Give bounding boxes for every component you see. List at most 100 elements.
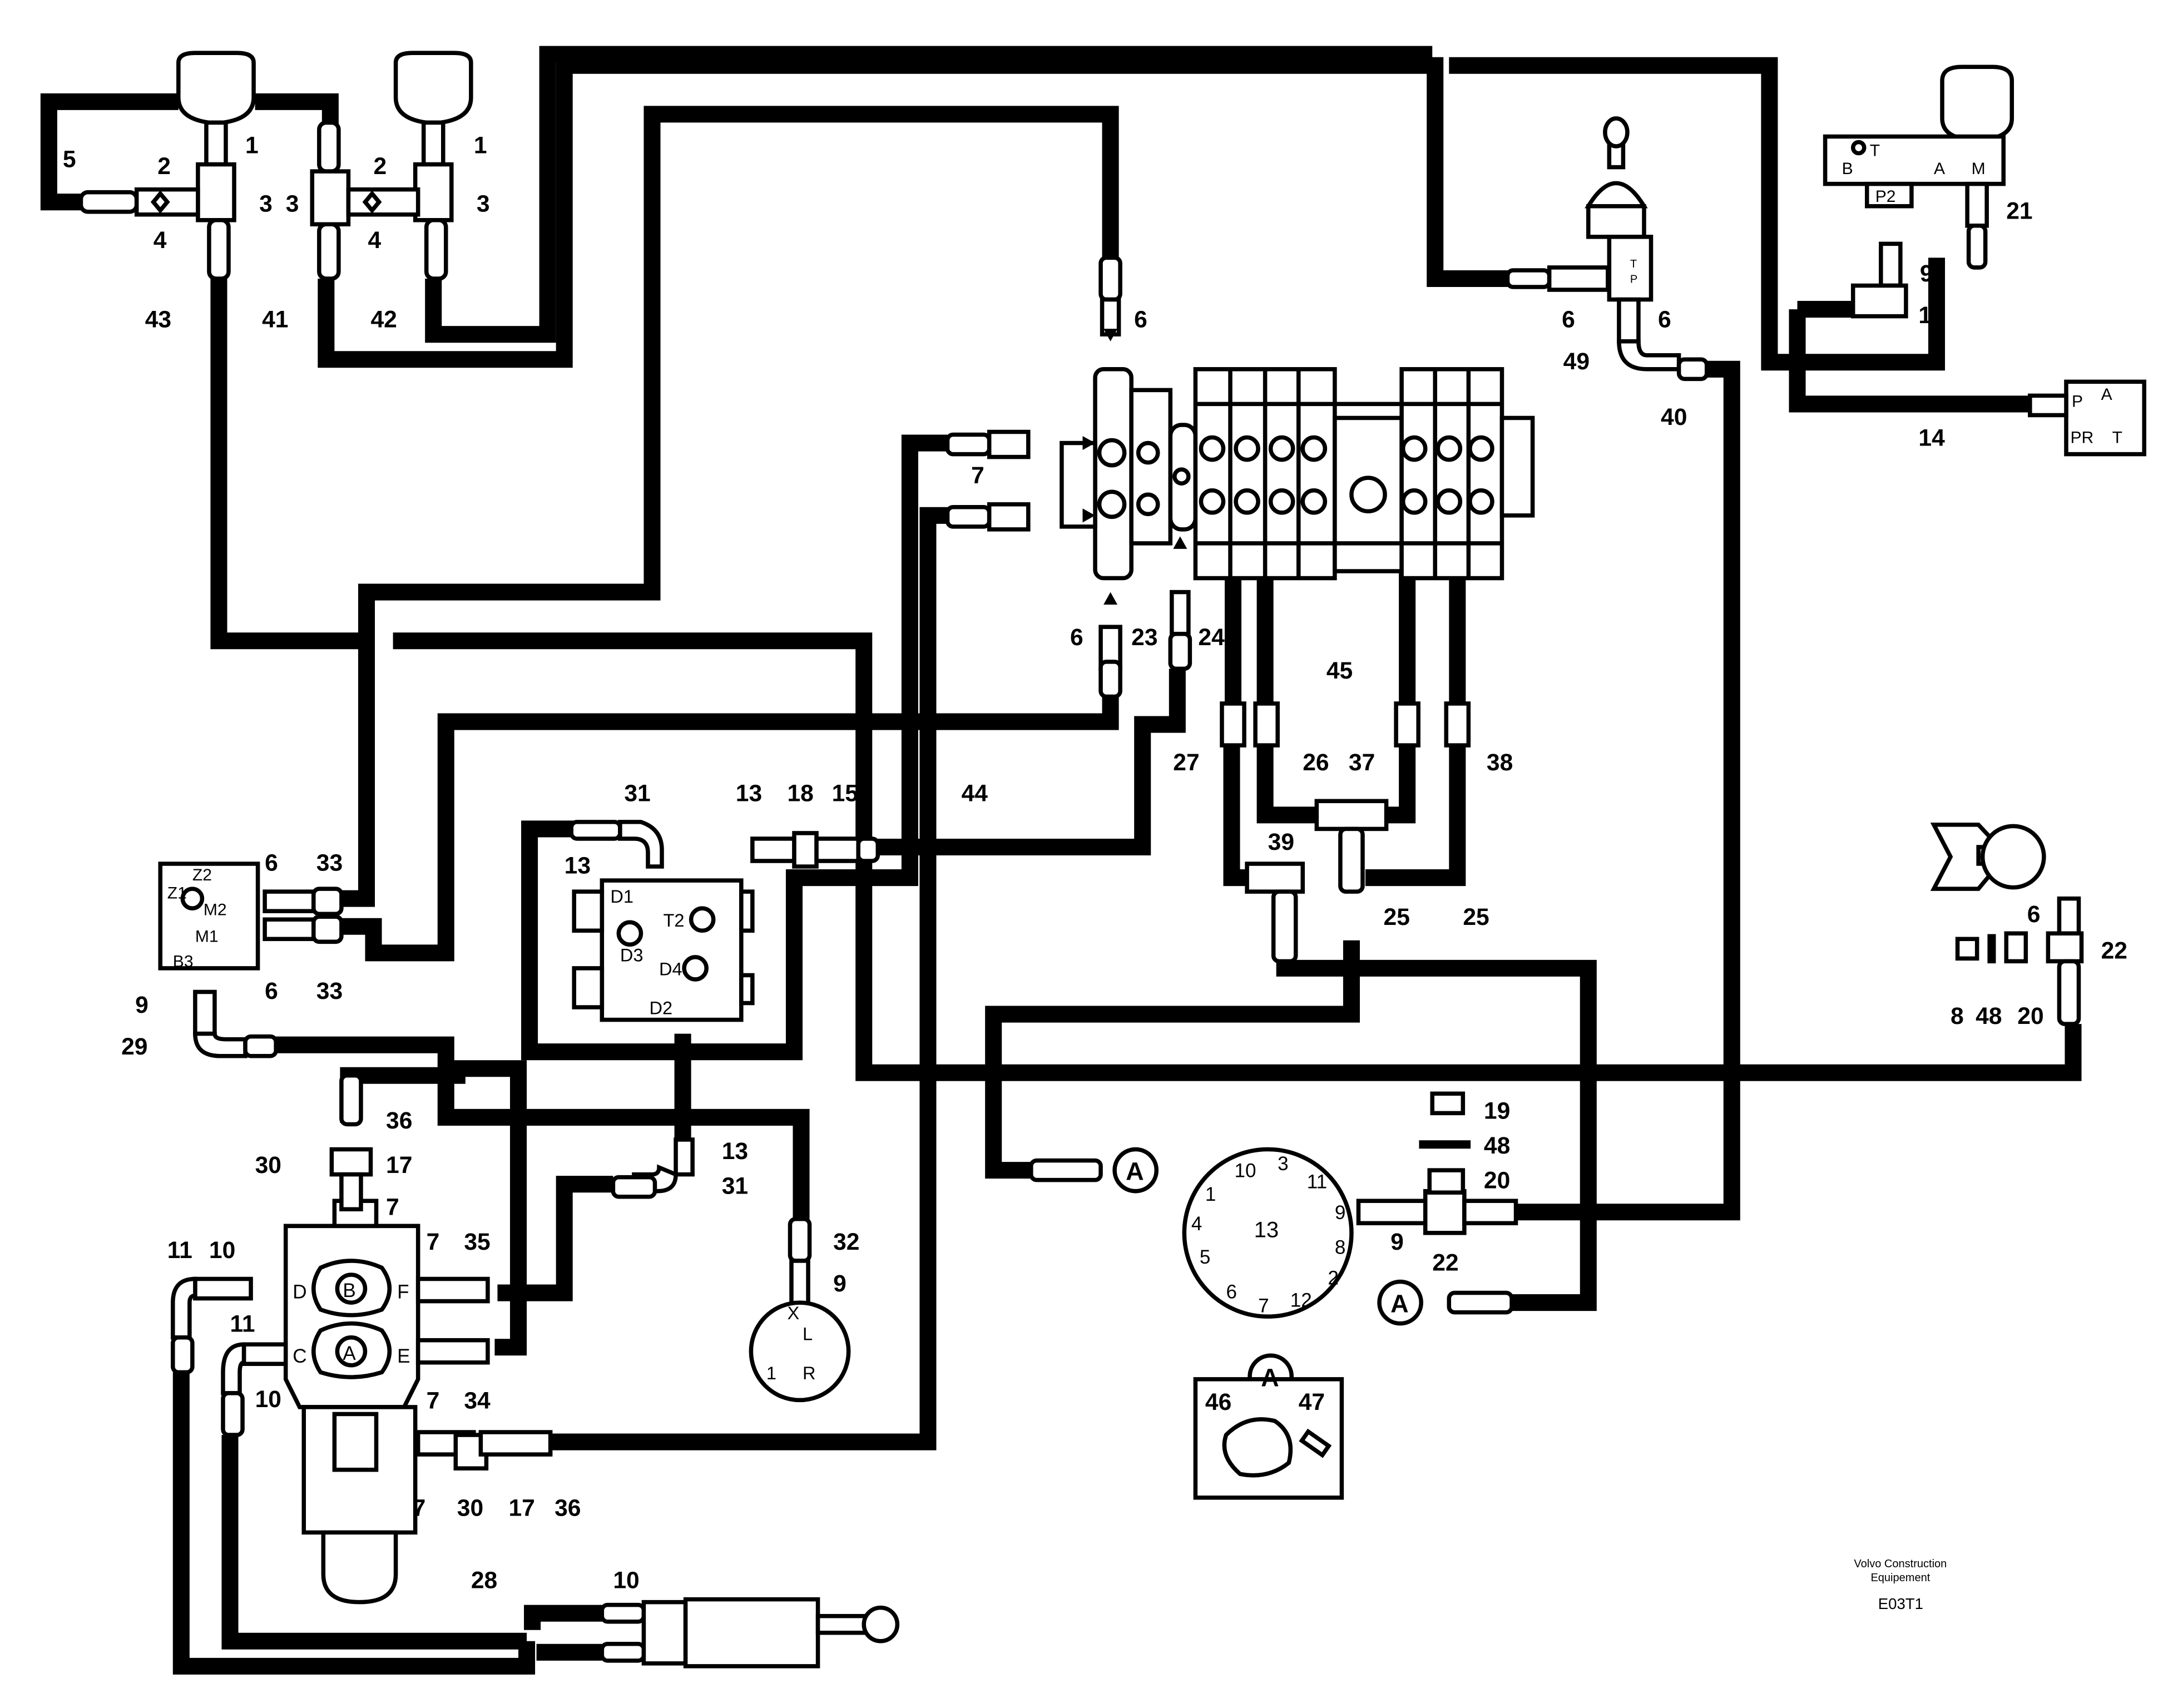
callout: 6 <box>1658 306 1671 333</box>
callout: 47 <box>1299 1389 1325 1415</box>
callout: 19 <box>1484 1097 1510 1124</box>
components: T P T B A M P2 P A PR T <box>78 51 2146 1669</box>
svg-text:D3: D3 <box>620 945 644 965</box>
svg-text:T: T <box>2112 429 2122 447</box>
left-valve-block: Z2 Z1 M2 M1 B3 <box>158 862 260 971</box>
svg-text:6: 6 <box>1226 1281 1237 1303</box>
callout: 5 <box>63 146 76 173</box>
svg-text:M: M <box>1972 160 1986 178</box>
svg-text:F: F <box>397 1281 409 1303</box>
callout: 38 <box>1487 749 1513 776</box>
callout: 17 <box>386 1152 412 1179</box>
callout: 49 <box>1563 348 1590 375</box>
svg-text:D1: D1 <box>610 887 633 907</box>
svg-text:3: 3 <box>1278 1153 1289 1175</box>
callout: 20 <box>2017 1003 2043 1029</box>
callout: 32 <box>833 1229 859 1255</box>
joystick: T P <box>1505 116 1709 382</box>
svg-text:M1: M1 <box>195 927 219 945</box>
callout: 16 <box>1918 302 1944 329</box>
callout: 4 <box>368 227 381 254</box>
callout: 42 <box>370 306 397 333</box>
svg-text:PR: PR <box>2070 429 2093 447</box>
callout-labels: 1 2 3 4 5 1 2 3 4 3 43 41 42 6 7 6 23 24… <box>63 132 2127 1594</box>
callout: 31 <box>624 780 650 806</box>
callout: 9 <box>1390 1229 1404 1255</box>
callout: 1 <box>474 132 487 159</box>
svg-text:C: C <box>293 1345 306 1367</box>
callout: 11 <box>167 1237 192 1264</box>
callout: 3 <box>477 191 490 217</box>
callout: 31 <box>722 1173 748 1200</box>
callout: 22 <box>1432 1249 1458 1276</box>
svg-text:T2: T2 <box>664 910 685 930</box>
svg-text:A: A <box>1261 1363 1279 1392</box>
small-valve-block: X L 1 R <box>749 1217 851 1403</box>
center-valve-block: D1 T2 D3 D4 D2 <box>572 878 755 1022</box>
callout: 13 <box>736 780 762 806</box>
svg-text:9: 9 <box>1335 1202 1346 1224</box>
svg-text:A: A <box>2101 385 2112 404</box>
hose-lines <box>40 46 2082 1675</box>
callout: 29 <box>121 1033 147 1060</box>
svg-text:T: T <box>1630 258 1637 270</box>
callout: 30 <box>457 1494 483 1521</box>
svg-text:A: A <box>1390 1290 1409 1318</box>
svg-text:D2: D2 <box>649 998 672 1018</box>
svg-text:5: 5 <box>1200 1246 1211 1268</box>
callout: 46 <box>1205 1389 1231 1415</box>
callout: 6 <box>265 850 278 877</box>
callout: 3 <box>259 191 273 217</box>
svg-text:1: 1 <box>766 1363 776 1383</box>
callout: 2 <box>374 153 387 180</box>
svg-text:D: D <box>293 1281 306 1303</box>
callout: 11 <box>230 1311 255 1338</box>
drawing-code: E03T1 <box>1878 1595 1923 1612</box>
svg-text:10: 10 <box>1235 1160 1256 1182</box>
callout: 28 <box>471 1567 497 1594</box>
callout: 6 <box>1070 624 1083 651</box>
callout: 45 <box>1326 657 1353 684</box>
callout: 25 <box>1384 904 1410 930</box>
callout: 7 <box>427 1229 440 1255</box>
svg-text:D4: D4 <box>659 959 682 979</box>
callout: 22 <box>2101 937 2127 964</box>
svg-text:12: 12 <box>1290 1290 1312 1311</box>
svg-text:R: R <box>803 1363 816 1383</box>
callout: 3 <box>286 191 299 217</box>
svg-text:Z2: Z2 <box>192 866 212 884</box>
svg-text:4: 4 <box>1191 1213 1202 1235</box>
callout: 9 <box>135 992 149 1018</box>
svg-text:P2: P2 <box>1875 187 1896 206</box>
callout: 48 <box>1484 1132 1510 1159</box>
callout: 10 <box>613 1567 639 1594</box>
callout: 13 <box>565 853 591 879</box>
callout: 1 <box>245 132 259 159</box>
callout: 27 <box>1173 749 1199 776</box>
callout: 6 <box>2027 901 2041 928</box>
callout: 7 <box>427 1387 440 1414</box>
callout: 43 <box>145 306 171 333</box>
callout: 7 <box>386 1194 399 1220</box>
callout: 41 <box>262 306 288 333</box>
svg-text:P: P <box>1630 273 1637 285</box>
callout: 4 <box>154 227 167 254</box>
connector-markers: A A A <box>1126 1157 1408 1392</box>
callout: 9 <box>833 1270 847 1297</box>
svg-text:L: L <box>803 1324 813 1344</box>
svg-text:B: B <box>1842 160 1853 178</box>
callout: 10 <box>255 1386 281 1413</box>
callout: 7 <box>971 462 984 489</box>
accumulator-2 <box>393 51 473 125</box>
callout: 36 <box>386 1107 412 1134</box>
callout: 44 <box>962 780 988 806</box>
callout: 9 <box>1920 260 1933 287</box>
svg-text:M2: M2 <box>204 901 227 919</box>
callout: 24 <box>1198 624 1225 651</box>
callout: 6 <box>1562 306 1575 333</box>
svg-text:2: 2 <box>1328 1268 1339 1289</box>
callout: 6 <box>1134 306 1147 333</box>
svg-text:A: A <box>1934 160 1945 178</box>
company-line-2: Equipement <box>1870 1572 1930 1584</box>
